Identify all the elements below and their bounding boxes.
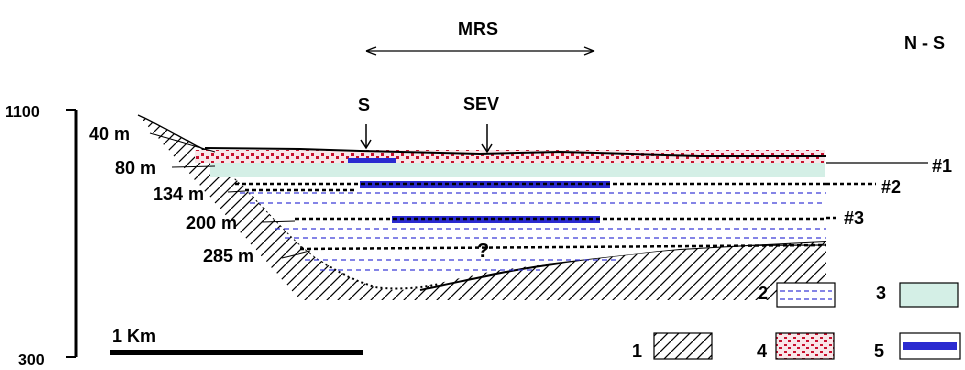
marker-sev-label: SEV [463, 94, 499, 114]
aquifer-label-3: #3 [844, 208, 864, 228]
aquifer-label-1: #1 [932, 156, 952, 176]
aquifer-leader-lines [826, 162, 928, 220]
legend-swatch-4 [775, 332, 835, 360]
aquifer-label-2: #2 [881, 177, 901, 197]
marker-sev-arrow [481, 124, 493, 154]
axis-top-label: 1100 [5, 104, 40, 121]
legend-key-5: 5 [874, 341, 884, 361]
depth-label-285m: 285 m [203, 246, 254, 266]
aquifer-band-3 [392, 216, 600, 223]
depth-label-40m: 40 m [89, 124, 130, 144]
legend-key-1: 1 [632, 341, 642, 361]
aquifer-band-2 [360, 181, 610, 188]
depth-label-200m: 200 m [186, 213, 237, 233]
legend-key-3: 3 [876, 283, 886, 303]
black-dashed-boundaries [235, 182, 827, 251]
ground-surface-line [204, 147, 826, 157]
figure-title: MRS [458, 19, 498, 39]
orientation-label: N - S [904, 33, 945, 53]
marker-s-label: S [358, 95, 370, 115]
elevation-axis [66, 109, 78, 358]
scale-bar-label: 1 Km [112, 326, 156, 346]
legend-key-2: 2 [758, 283, 768, 303]
legend-swatch-3 [899, 282, 959, 308]
legend-swatch-2 [776, 282, 836, 308]
scale-bar [110, 350, 363, 355]
unknown-mark: ? [477, 240, 489, 262]
depth-label-80m: 80 m [115, 158, 156, 178]
legend-swatch-5 [899, 332, 961, 360]
depth-leaders [149, 132, 311, 259]
legend-key-4: 4 [757, 341, 767, 361]
clay-green-layer [210, 163, 825, 177]
marker-s-arrow [360, 124, 372, 150]
surface-blue-lens [348, 158, 396, 163]
axis-bottom-label: 300 [18, 352, 45, 365]
dashed-blue-layers [240, 192, 826, 271]
legend: 2 3 1 4 5 [632, 282, 961, 361]
depth-label-134m: 134 m [153, 184, 204, 204]
mrs-span-arrow [365, 46, 595, 56]
legend-swatch-1 [653, 332, 713, 360]
basement-top-left-surface [137, 114, 246, 156]
